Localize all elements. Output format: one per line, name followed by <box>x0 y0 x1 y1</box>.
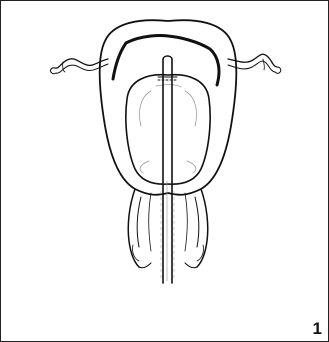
balloon-outline <box>126 75 210 184</box>
step-number: 1 <box>313 320 322 337</box>
catheter <box>163 56 172 283</box>
cervix <box>128 189 208 268</box>
balloon-inner-lines <box>139 85 196 173</box>
catheter-tip-marks <box>158 77 177 80</box>
uterine-cavity-wall <box>113 36 219 85</box>
uterus-outline <box>100 20 237 195</box>
